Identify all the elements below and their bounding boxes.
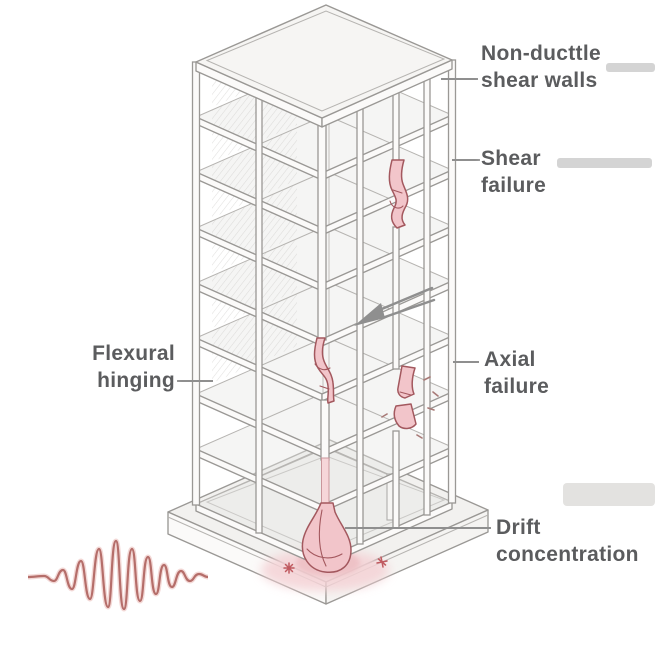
shear-failure-damage: [388, 159, 409, 229]
edge-bars: [557, 63, 655, 506]
callout-non-ductile-shear-walls: Non-ducttle shear walls: [481, 40, 601, 94]
callout-line: Axial: [484, 348, 536, 371]
callout-line: shear walls: [481, 69, 598, 92]
callout-line: concentration: [496, 543, 639, 566]
callout-drift-concentration: Drift concentration: [496, 514, 639, 568]
callout-line: Flexural: [92, 342, 175, 365]
front-corner-column-upper: [317, 117, 327, 341]
debris-marks: [381, 376, 439, 439]
callout-line: failure: [484, 375, 550, 398]
flexural-hinge-damage: [313, 337, 335, 404]
right-corner-column: [447, 59, 457, 504]
crack-sparkle-left: [283, 562, 295, 574]
damaged-column-mid: [392, 226, 400, 370]
callout-line: Shear: [481, 147, 541, 170]
left-mid-column: [255, 89, 263, 534]
seismic-wave-icon: [27, 538, 209, 612]
axial-failure-damage: [381, 365, 439, 439]
callout-axial-failure: Axial failure: [484, 346, 549, 400]
callout-shear-failure: Shear failure: [481, 145, 546, 199]
damaged-column-lower: [392, 430, 400, 529]
callout-line: failure: [481, 174, 547, 197]
seismic-load-arrow-icon: [354, 286, 436, 326]
damaged-column-upper: [392, 84, 400, 163]
callout-flexural-hinging: Flexural hinging: [40, 340, 175, 394]
leader-lines: [177, 78, 491, 529]
callout-line: Drift: [496, 516, 541, 539]
front-corner-column-lower: [320, 399, 330, 461]
right-face-column-c: [423, 71, 431, 516]
callout-line: Non-ducttle: [481, 42, 601, 65]
callout-line: hinging: [97, 369, 175, 392]
left-corner-column: [191, 61, 201, 506]
roof-slab: [195, 4, 453, 128]
drift-concentration-damage: [301, 457, 352, 573]
crack-sparkle-right: [376, 556, 388, 568]
